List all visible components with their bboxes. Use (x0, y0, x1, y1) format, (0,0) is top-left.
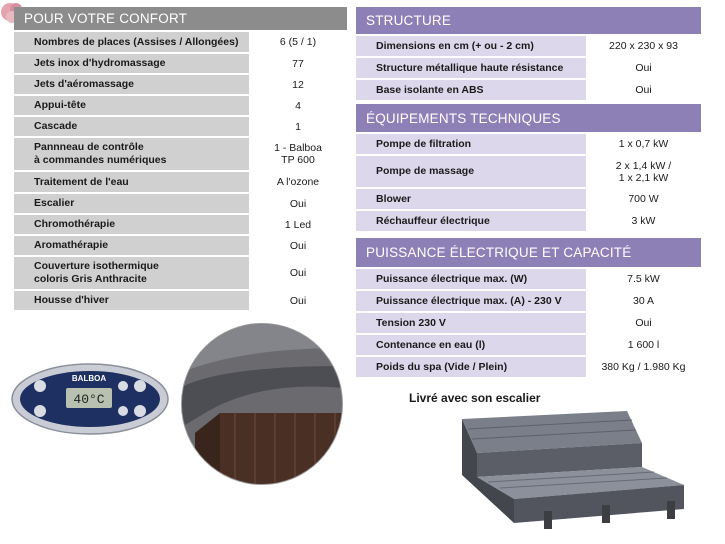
row-label: Réchauffeur électrique (356, 211, 586, 231)
row-value: Oui (249, 194, 347, 213)
structure-table: STRUCTURE Dimensions en cm (+ ou - 2 cm)… (356, 7, 701, 102)
row-value: 1 (249, 117, 347, 136)
row-label: Tension 230 V (356, 313, 586, 333)
equipment-table-title: ÉQUIPEMENTS TECHNIQUES (356, 104, 701, 132)
control-button-icon (34, 405, 46, 417)
row-label: Puissance électrique max. (W) (356, 269, 586, 289)
comfort-table-title: POUR VOTRE CONFORT (14, 7, 347, 30)
stairs-caption: Livré avec son escalier (409, 391, 541, 405)
row-label: Aromathérapie (14, 236, 249, 255)
control-button-icon (118, 406, 128, 416)
row-value: 77 (249, 54, 347, 73)
row-value: Oui (249, 236, 347, 255)
control-button-icon (118, 381, 128, 391)
table-row: Poids du spa (Vide / Plein)380 Kg / 1.98… (356, 357, 701, 377)
row-value: 4 (249, 96, 347, 115)
equipment-table: ÉQUIPEMENTS TECHNIQUES Pompe de filtrati… (356, 104, 701, 233)
row-value: 1 x 0,7 kW (586, 134, 701, 154)
row-value: A l'ozone (249, 172, 347, 192)
table-row: Puissance électrique max. (W)7.5 kW (356, 269, 701, 289)
power-table-title: PUISSANCE ÉLECTRIQUE ET CAPACITÉ (356, 238, 701, 267)
stairs-image (462, 411, 684, 529)
control-panel-display: 40°C (73, 392, 104, 407)
row-value: Oui (586, 313, 701, 333)
row-label: Poids du spa (Vide / Plein) (356, 357, 586, 377)
row-value: 3 kW (586, 211, 701, 231)
power-table: PUISSANCE ÉLECTRIQUE ET CAPACITÉ Puissan… (356, 238, 701, 379)
table-row: Contenance en eau (l)1 600 l (356, 335, 701, 355)
row-label: Structure métallique haute résistance (356, 58, 586, 78)
comfort-table: POUR VOTRE CONFORT Nombres de places (As… (14, 7, 347, 312)
row-label: Housse d'hiver (14, 291, 249, 310)
row-label: Jets inox d'hydromassage (14, 54, 249, 73)
row-label: Contenance en eau (l) (356, 335, 586, 355)
row-label: Blower (356, 189, 586, 209)
control-panel-brand: BALBOA (72, 374, 106, 383)
row-value: Oui (249, 257, 347, 289)
row-value: 30 A (586, 291, 701, 311)
structure-table-title: STRUCTURE (356, 7, 701, 34)
row-label: Nombres de places (Assises / Allongées) (14, 32, 249, 52)
row-label: Pompe de filtration (356, 134, 586, 154)
row-value: 1 Led (249, 215, 347, 234)
cover-closeup-image (181, 323, 343, 485)
row-value: Oui (586, 80, 701, 100)
table-row: Nombres de places (Assises / Allongées)6… (14, 32, 347, 52)
row-value: 1 600 l (586, 335, 701, 355)
row-label: Escalier (14, 194, 249, 213)
row-label: Cascade (14, 117, 249, 136)
row-value: Oui (249, 291, 347, 310)
row-value: 700 W (586, 189, 701, 209)
row-value: 380 Kg / 1.980 Kg (586, 357, 701, 377)
row-label: Base isolante en ABS (356, 80, 586, 100)
row-value: 12 (249, 75, 347, 94)
row-value: 6 (5 / 1) (249, 32, 347, 52)
row-label: Dimensions en cm (+ ou - 2 cm) (356, 36, 586, 56)
row-label: Puissance électrique max. (A) - 230 V (356, 291, 586, 311)
control-panel-image: 40°C BALBOA (11, 363, 169, 435)
row-value: 2 x 1,4 kW /1 x 2,1 kW (586, 156, 701, 187)
row-value: Oui (586, 58, 701, 78)
control-button-icon (134, 380, 146, 392)
row-label: Appui-tête (14, 96, 249, 115)
row-label: Traitement de l'eau (14, 172, 249, 192)
table-row: Dimensions en cm (+ ou - 2 cm)220 x 230 … (356, 36, 701, 56)
row-label: Chromothérapie (14, 215, 249, 234)
row-value: 7.5 kW (586, 269, 701, 289)
control-button-icon (134, 405, 146, 417)
row-label: Jets d'aéromassage (14, 75, 249, 94)
control-button-icon (34, 380, 46, 392)
row-label: Pompe de massage (356, 156, 586, 187)
row-value: 220 x 230 x 93 (586, 36, 701, 56)
